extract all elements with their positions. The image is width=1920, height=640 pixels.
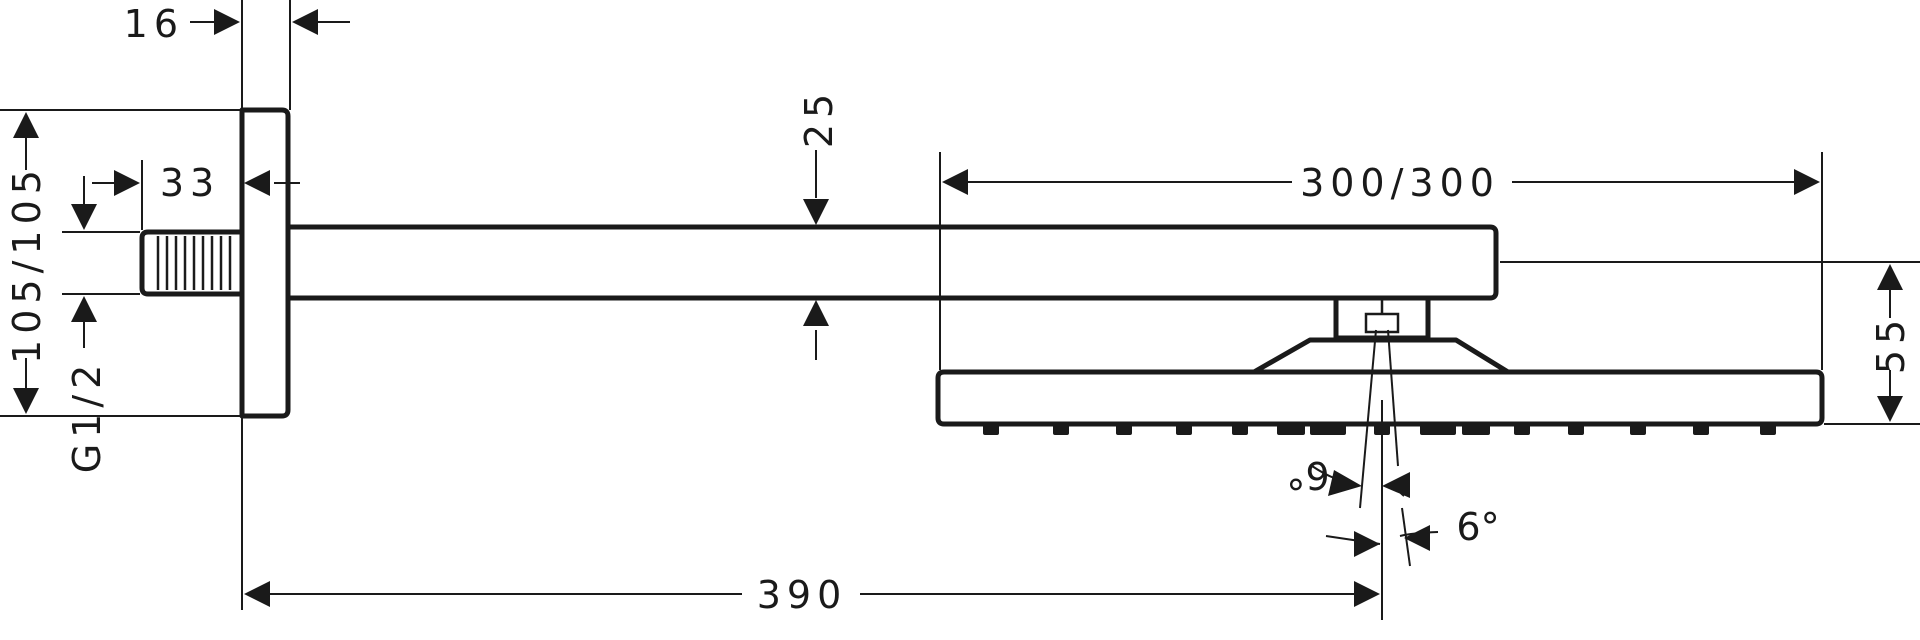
arrowheads xyxy=(13,9,1903,607)
dimension-labels: 16 33 25 300/300 105/105 G1/2 55 6° 6° 3… xyxy=(5,2,1913,617)
dim-label-tilt-angle-1: 6° xyxy=(1286,453,1329,497)
dimension-lines xyxy=(25,21,1891,595)
wall-flange xyxy=(239,107,291,419)
dim-label-thread-size: G1/2 xyxy=(65,359,109,474)
dim-label-head-width: 300/300 xyxy=(1300,161,1500,205)
dim-label-tilt-angle-2: 6° xyxy=(1456,505,1499,549)
ball-joint xyxy=(1251,297,1511,375)
dim-label-plate-height: 105/105 xyxy=(5,164,49,364)
dim-label-wall-plate-thickness: 16 xyxy=(124,2,184,46)
dim-label-head-height: 55 xyxy=(1869,314,1913,374)
dim-label-thread-length: 33 xyxy=(160,161,220,205)
dim-label-arm-height: 25 xyxy=(797,88,841,148)
shower-head xyxy=(935,369,1825,435)
dim-label-arm-projection: 390 xyxy=(757,573,848,617)
threaded-connector xyxy=(139,229,245,297)
shower-arm xyxy=(287,224,1499,301)
spray-nozzles xyxy=(983,424,1776,435)
